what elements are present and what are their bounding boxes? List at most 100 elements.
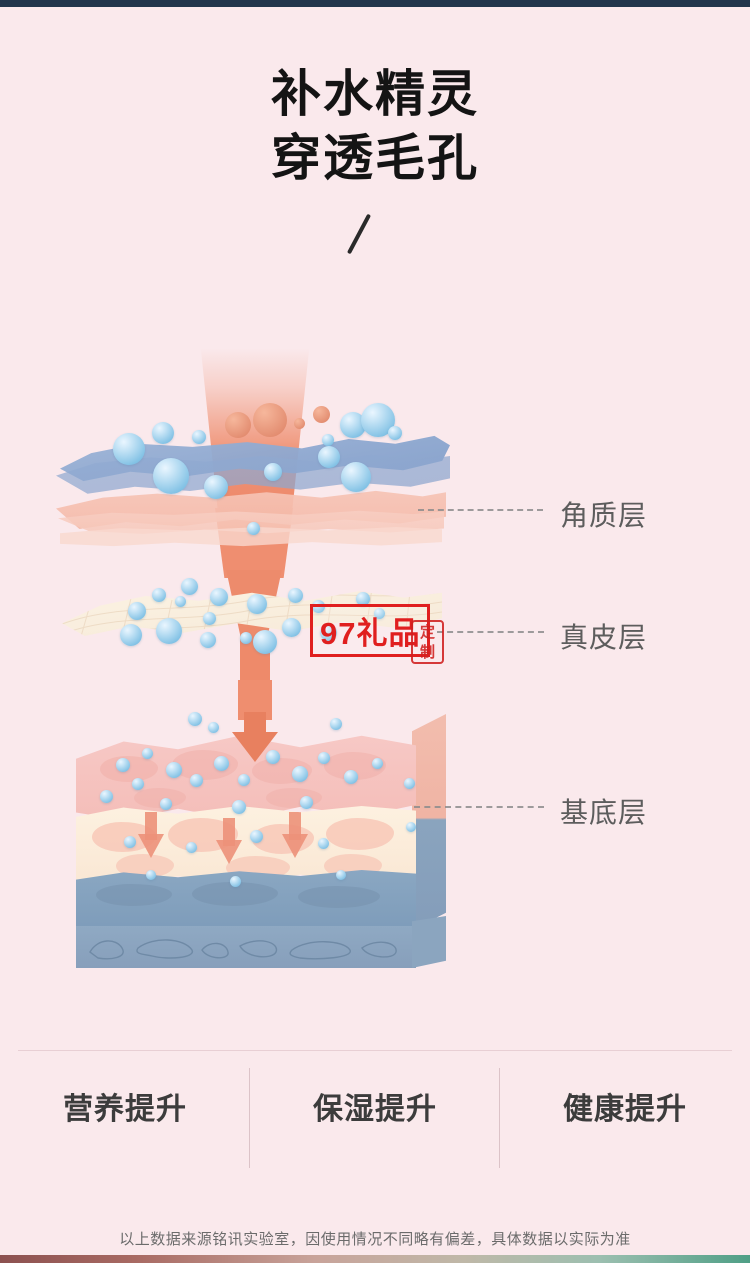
water-droplet: [156, 618, 182, 644]
benefit-label: 营养提升: [63, 1093, 187, 1126]
benefit-item-moisture: 保湿提升: [250, 1060, 500, 1180]
water-droplet: [203, 612, 216, 625]
water-droplet: [356, 592, 370, 606]
water-droplet: [404, 778, 415, 789]
label-basal-layer: 基底层: [560, 797, 648, 828]
water-droplet: [322, 434, 334, 446]
water-droplet: [175, 596, 186, 607]
water-droplet: [300, 796, 313, 809]
water-droplet: [247, 522, 260, 535]
benefit-item-health: 健康提升: [500, 1060, 750, 1180]
label-stratum-corneum: 角质层: [560, 500, 648, 531]
seal-char-2: 制: [419, 644, 435, 661]
water-droplet: [318, 446, 340, 468]
water-droplet: [166, 762, 182, 778]
tissue-blob: [134, 788, 186, 808]
benefits-row: 营养提升 保湿提升 健康提升: [0, 1060, 750, 1180]
block-bottom-layer: [76, 926, 416, 968]
block-lower-blue-layer: [76, 870, 416, 930]
water-droplet: [152, 422, 174, 444]
benefit-item-nutrition: 营养提升: [0, 1060, 250, 1180]
watermark-brand: 97礼品: [310, 604, 431, 657]
water-droplet: [341, 462, 371, 492]
water-droplet: [160, 798, 172, 810]
absorption-arrow-icon: [282, 812, 308, 858]
seal-char-1: 定: [419, 624, 435, 641]
tissue-blob: [266, 788, 322, 808]
absorption-arrow-icon: [138, 812, 164, 858]
bottom-tissue-pattern-icon: [89, 939, 397, 960]
water-droplet: [132, 778, 144, 790]
block-side-face: [412, 714, 446, 930]
water-droplet: [250, 830, 263, 843]
water-droplet: [282, 618, 301, 637]
tissue-blob: [298, 886, 380, 908]
water-droplet: [100, 790, 113, 803]
water-droplet: [266, 750, 280, 764]
water-droplet: [146, 870, 156, 880]
tissue-blob: [96, 884, 172, 906]
water-droplet: [288, 588, 303, 603]
water-droplet: [238, 774, 250, 786]
water-droplet: [210, 588, 228, 606]
cone-bubble: [294, 418, 305, 429]
water-droplet: [214, 756, 229, 771]
block-side-lower-face: [412, 916, 446, 968]
water-droplet: [186, 842, 197, 853]
water-droplet: [318, 838, 329, 849]
water-droplet: [116, 758, 130, 772]
water-droplet: [264, 463, 282, 481]
page-title: 补水精灵 穿透毛孔: [0, 62, 750, 190]
leader-line-basal-layer: [414, 806, 544, 808]
tissue-blob: [326, 818, 394, 850]
water-droplet: [336, 870, 346, 880]
water-droplet: [142, 748, 153, 759]
benefit-label: 保湿提升: [313, 1093, 437, 1126]
epidermis-sheet-layer-3: [60, 527, 442, 547]
water-droplet: [240, 632, 252, 644]
water-droplet: [124, 836, 136, 848]
cone-bubble: [253, 403, 287, 437]
benefit-label: 健康提升: [563, 1093, 687, 1126]
column-divider: [249, 1068, 250, 1168]
water-droplet: [152, 588, 166, 602]
absorption-arrow-icon: [216, 818, 242, 864]
water-droplet: [374, 608, 385, 619]
footer-disclaimer: 以上数据来源铭讯实验室，因使用情况不同略有偏差，具体数据以实际为准: [119, 1231, 631, 1248]
leader-line-stratum-corneum: [418, 509, 543, 511]
water-droplet: [120, 624, 142, 646]
label-dermis: 真皮层: [560, 622, 648, 653]
headline-line-2: 穿透毛孔: [271, 130, 479, 186]
section-divider: [18, 1050, 732, 1051]
water-droplet: [190, 774, 203, 787]
water-droplet: [372, 758, 383, 769]
cone-bubble: [225, 412, 251, 438]
water-droplet: [153, 458, 189, 494]
watermark-seal-icon: 定 制: [411, 620, 444, 664]
top-accent-bar: [0, 0, 750, 7]
leader-line-dermis: [437, 631, 544, 633]
water-droplet: [188, 712, 202, 726]
water-droplet: [232, 800, 246, 814]
water-droplet: [113, 433, 145, 465]
water-droplet: [247, 594, 267, 614]
water-droplet: [292, 766, 308, 782]
water-droplet: [204, 475, 228, 499]
water-droplet: [128, 602, 146, 620]
column-divider: [499, 1068, 500, 1168]
water-droplet: [318, 752, 330, 764]
water-droplet: [181, 578, 198, 595]
water-droplet: [192, 430, 206, 444]
water-droplet: [208, 722, 219, 733]
water-droplet: [230, 876, 241, 887]
bottom-accent-bar: [0, 1255, 750, 1263]
water-droplet: [330, 718, 342, 730]
water-droplet: [388, 426, 402, 440]
slash-decoration-icon: [346, 213, 372, 255]
cone-bubble: [313, 406, 330, 423]
water-droplet: [320, 624, 337, 641]
tissue-blob: [100, 756, 158, 782]
skin-layer-illustration: [0, 330, 750, 1010]
headline-line-1: 补水精灵: [271, 66, 479, 122]
